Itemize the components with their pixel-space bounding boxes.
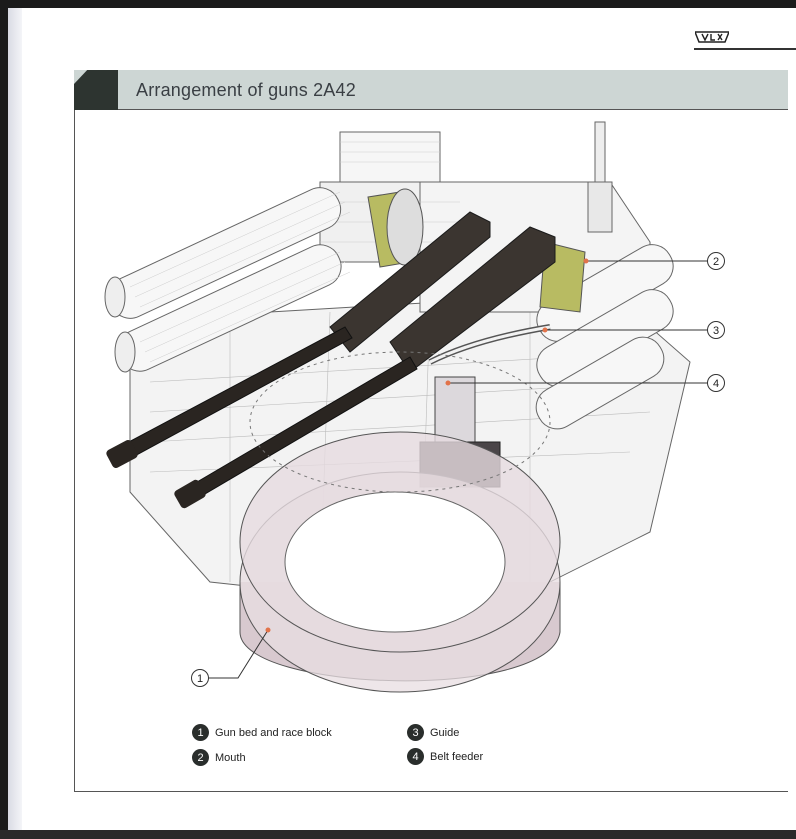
callout-marker-3: 3 [707,321,725,339]
legend-item-1: 1 Gun bed and race block [192,724,332,741]
legend-number-1: 1 [192,724,209,741]
callout-number-3: 3 [713,325,719,337]
legend-label-3: Guide [430,726,460,739]
callout-marker-2: 2 [707,252,725,270]
callout-dots [265,258,589,633]
page-spine [8,8,22,830]
callout-number-2: 2 [713,256,719,268]
guide-assembly [428,324,551,365]
scan-bottom-edge [0,830,796,839]
smoke-launcher-tubes-left [104,187,351,373]
callout-number-1: 1 [197,673,203,685]
legend-label-2: Mouth [215,751,246,764]
gun-cradles [329,211,556,373]
title-tab [74,70,118,110]
callout-marker-4: 4 [707,374,725,392]
legend-item-2: 2 Mouth [192,749,246,766]
gun-barrels [106,326,418,509]
legend-item-3: 3 Guide [407,724,459,741]
legend-number-2: 2 [192,749,209,766]
legend-number-4: 4 [407,748,424,765]
page-title: Arrangement of guns 2A42 [136,80,356,100]
gun-arrangement-illustration: 1 2 3 4 [104,121,725,693]
legend-item-4: 4 Belt feeder [407,748,483,765]
callout-leaders [208,260,710,679]
publisher-logo [695,31,729,43]
legend-label-1: Gun bed and race block [215,726,332,739]
callout-marker-1: 1 [191,669,209,687]
title-band [74,70,788,110]
legend-number-3: 3 [407,724,424,741]
legend-label-4: Belt feeder [430,750,484,763]
turret-race-ring [239,351,561,693]
header-rule [694,48,796,50]
callout-number-4: 4 [713,378,719,390]
